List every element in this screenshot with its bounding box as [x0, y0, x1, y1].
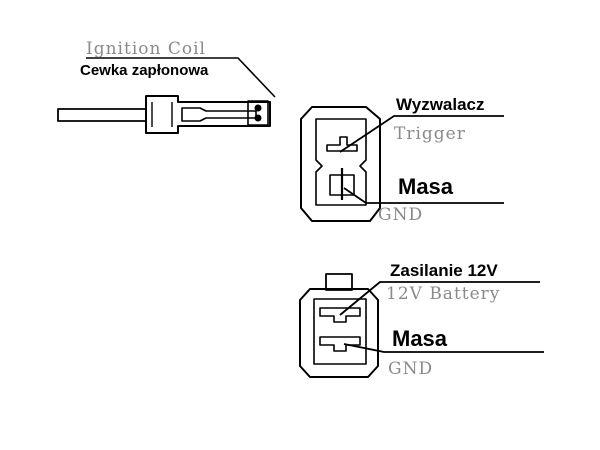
- power-ground-label-en: GND: [388, 359, 433, 379]
- power-connector: [299, 273, 544, 378]
- trigger-terminal: [326, 136, 358, 152]
- battery-label-en: 12V Battery: [386, 284, 500, 304]
- ignition-coil-pin-bottom: [254, 114, 262, 122]
- ignition-coil-connector: [57, 57, 276, 134]
- power-connector-housing-outer: [299, 288, 379, 378]
- trigger-label-en: Trigger: [394, 124, 466, 144]
- power-ground-terminal: [319, 336, 361, 352]
- trigger-connector-housing-inner: [315, 118, 367, 206]
- trigger-connector: [300, 106, 504, 222]
- battery-leader-line: [339, 281, 540, 316]
- power-ground-leader-line: [343, 343, 544, 353]
- trigger-leader-line: [339, 115, 504, 153]
- trigger-connector-housing-outer: [300, 106, 381, 222]
- ignition-coil-boot: [145, 95, 271, 134]
- ignition-coil-terminal: [181, 107, 257, 122]
- trigger-ground-label-en: GND: [378, 205, 423, 225]
- trigger-ground-label-pl: Masa: [398, 174, 454, 199]
- trigger-label-pl: Wyzwalacz: [396, 95, 485, 114]
- ignition-coil-wire: [57, 108, 147, 122]
- battery-terminal: [319, 307, 361, 323]
- power-connector-housing-inner: [313, 298, 367, 365]
- trigger-ground-leader-line: [343, 187, 504, 204]
- ignition-coil-label-pl: Cewka zapłonowa: [80, 62, 209, 79]
- ignition-coil-label-en: Ignition Coil: [86, 39, 206, 59]
- power-connector-latch: [325, 273, 353, 291]
- battery-label-pl: Zasilanie 12V: [390, 261, 498, 280]
- ignition-coil-leader-line: [86, 57, 276, 98]
- power-ground-label-pl: Masa: [392, 326, 448, 351]
- ignition-coil-pin-top: [254, 104, 262, 112]
